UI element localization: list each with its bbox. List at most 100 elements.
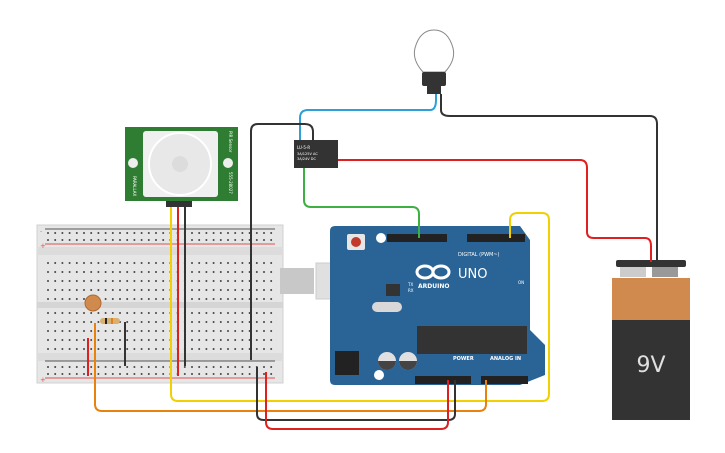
breadboard-hole[interactable] (212, 262, 215, 264)
breadboard-hole[interactable] (270, 366, 273, 368)
breadboard-hole[interactable] (155, 366, 157, 368)
breadboard-hole[interactable] (147, 373, 150, 375)
breadboard-hole[interactable] (212, 373, 215, 375)
breadboard-hole[interactable] (111, 271, 114, 273)
breadboard-hole[interactable] (255, 330, 258, 332)
breadboard-hole[interactable] (162, 348, 165, 350)
breadboard-hole[interactable] (140, 330, 143, 332)
breadboard-hole[interactable] (68, 330, 71, 332)
breadboard-hole[interactable] (227, 298, 229, 300)
breadboard-hole[interactable] (133, 262, 136, 264)
breadboard-hole[interactable] (83, 271, 85, 273)
breadboard-hole[interactable] (255, 321, 258, 323)
breadboard-hole[interactable] (270, 239, 273, 241)
breadboard-hole[interactable] (90, 232, 93, 234)
breadboard-hole[interactable] (212, 298, 215, 300)
breadboard-hole[interactable] (75, 348, 78, 350)
breadboard-hole[interactable] (227, 321, 229, 323)
breadboard-hole[interactable] (191, 373, 193, 375)
breadboard-hole[interactable] (234, 348, 237, 350)
breadboard-hole[interactable] (234, 271, 237, 273)
breadboard-hole[interactable] (198, 366, 201, 368)
breadboard-hole[interactable] (191, 321, 193, 323)
breadboard-hole[interactable] (234, 232, 237, 234)
breadboard-hole[interactable] (54, 298, 57, 300)
breadboard-hole[interactable] (227, 366, 229, 368)
breadboard-hole[interactable] (97, 239, 100, 241)
breadboard-hole[interactable] (198, 330, 201, 332)
breadboard-hole[interactable] (54, 280, 57, 282)
breadboard-hole[interactable] (263, 312, 265, 314)
breadboard-hole[interactable] (255, 298, 258, 300)
breadboard-hole[interactable] (119, 330, 121, 332)
breadboard-hole[interactable] (75, 289, 78, 291)
breadboard-hole[interactable] (263, 373, 265, 375)
breadboard-hole[interactable] (126, 339, 129, 341)
breadboard-hole[interactable] (205, 366, 208, 368)
breadboard-hole[interactable] (191, 330, 193, 332)
breadboard-hole[interactable] (212, 366, 215, 368)
breadboard-hole[interactable] (90, 330, 93, 332)
breadboard-hole[interactable] (54, 232, 57, 234)
breadboard-hole[interactable] (219, 321, 222, 323)
breadboard-hole[interactable] (191, 232, 193, 234)
breadboard-hole[interactable] (75, 298, 78, 300)
breadboard-hole[interactable] (191, 312, 193, 314)
breadboard-hole[interactable] (61, 262, 64, 264)
breadboard-hole[interactable] (133, 298, 136, 300)
breadboard-hole[interactable] (234, 330, 237, 332)
breadboard-hole[interactable] (83, 262, 85, 264)
breadboard-hole[interactable] (147, 262, 150, 264)
breadboard-hole[interactable] (83, 312, 85, 314)
breadboard-hole[interactable] (198, 271, 201, 273)
breadboard-hole[interactable] (162, 339, 165, 341)
breadboard-hole[interactable] (191, 271, 193, 273)
breadboard-hole[interactable] (111, 339, 114, 341)
breadboard-hole[interactable] (104, 289, 107, 291)
breadboard-hole[interactable] (47, 298, 49, 300)
breadboard-hole[interactable] (140, 373, 143, 375)
breadboard-hole[interactable] (133, 289, 136, 291)
breadboard-hole[interactable] (255, 312, 258, 314)
breadboard-hole[interactable] (241, 298, 244, 300)
breadboard-hole[interactable] (90, 312, 93, 314)
breadboard-hole[interactable] (241, 289, 244, 291)
breadboard-hole[interactable] (119, 239, 121, 241)
breadboard-hole[interactable] (111, 330, 114, 332)
breadboard-hole[interactable] (126, 289, 129, 291)
breadboard-hole[interactable] (90, 280, 93, 282)
breadboard-hole[interactable] (54, 366, 57, 368)
breadboard-hole[interactable] (83, 348, 85, 350)
breadboard-hole[interactable] (133, 339, 136, 341)
breadboard-hole[interactable] (205, 262, 208, 264)
breadboard-hole[interactable] (83, 298, 85, 300)
breadboard-hole[interactable] (147, 271, 150, 273)
breadboard-hole[interactable] (162, 298, 165, 300)
breadboard-hole[interactable] (140, 321, 143, 323)
breadboard-hole[interactable] (219, 239, 222, 241)
breadboard-hole[interactable] (111, 232, 114, 234)
breadboard-hole[interactable] (126, 280, 129, 282)
breadboard-hole[interactable] (83, 373, 85, 375)
breadboard-hole[interactable] (140, 298, 143, 300)
breadboard-hole[interactable] (97, 232, 100, 234)
breadboard-hole[interactable] (97, 373, 100, 375)
breadboard-hole[interactable] (234, 289, 237, 291)
breadboard-hole[interactable] (263, 262, 265, 264)
breadboard-hole[interactable] (61, 348, 64, 350)
breadboard-hole[interactable] (126, 348, 129, 350)
breadboard-hole[interactable] (61, 289, 64, 291)
breadboard-hole[interactable] (270, 232, 273, 234)
breadboard-hole[interactable] (90, 271, 93, 273)
breadboard-hole[interactable] (47, 366, 49, 368)
breadboard-hole[interactable] (219, 262, 222, 264)
breadboard-hole[interactable] (162, 271, 165, 273)
breadboard-hole[interactable] (61, 373, 64, 375)
breadboard-hole[interactable] (61, 298, 64, 300)
breadboard-hole[interactable] (104, 348, 107, 350)
breadboard-hole[interactable] (75, 262, 78, 264)
breadboard-hole[interactable] (90, 289, 93, 291)
breadboard-hole[interactable] (97, 262, 100, 264)
breadboard-hole[interactable] (205, 298, 208, 300)
breadboard-hole[interactable] (75, 321, 78, 323)
